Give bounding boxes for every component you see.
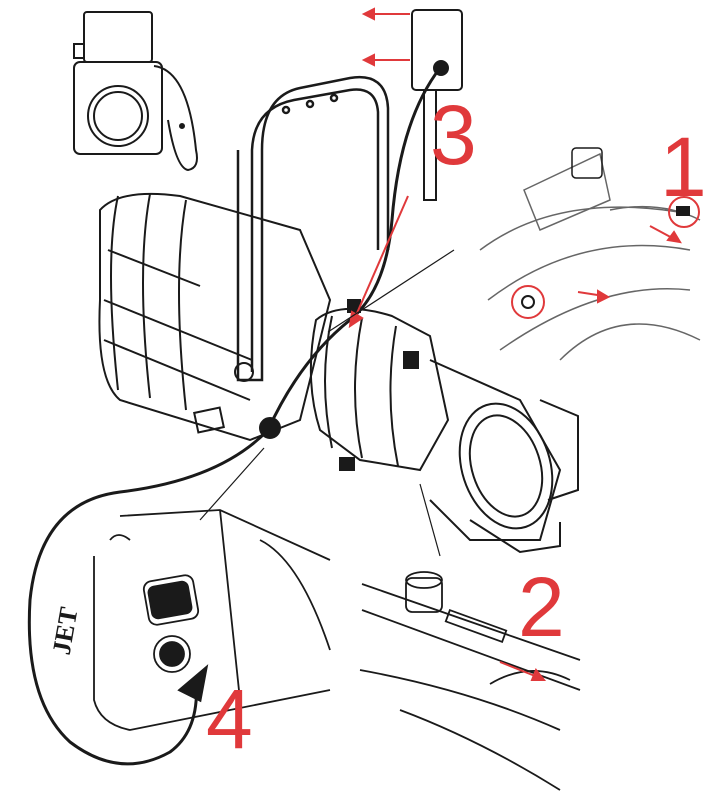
step-label-3: 3 — [430, 88, 477, 182]
power-supply-box — [411, 9, 463, 201]
detail-4-connector: JET — [47, 447, 331, 731]
lens-barrel — [309, 299, 579, 554]
detail-1-latch — [327, 147, 701, 361]
brand-mark: JET — [47, 605, 84, 657]
yoke — [236, 75, 390, 382]
power-cable — [27, 67, 442, 766]
detail-2-knob — [359, 483, 581, 791]
step-label-1: 1 — [660, 120, 707, 214]
slide-in-arrows — [361, 7, 410, 67]
fixture-body — [98, 192, 332, 442]
inset-front-view — [73, 11, 198, 172]
step-label-2: 2 — [518, 560, 565, 654]
step-label-4: 4 — [206, 672, 253, 766]
